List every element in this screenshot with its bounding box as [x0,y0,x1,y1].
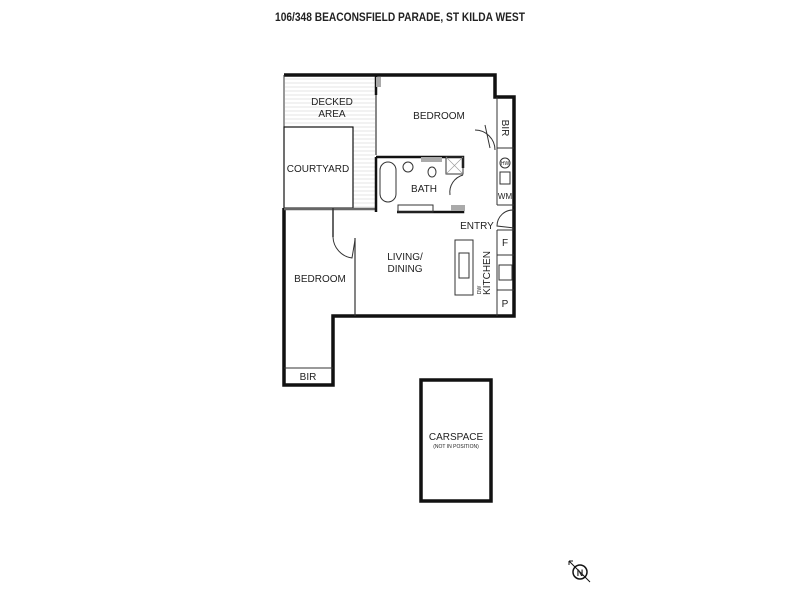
basin [402,161,414,173]
label-bath: BATH [411,184,437,195]
kitchen-island [454,239,474,296]
label-bir-second: BIR [300,372,317,383]
vanity [421,157,442,162]
label-dw: DW [477,286,483,295]
bath-vanity-bottom [397,204,434,213]
shower [445,156,464,175]
label-carspace-note: (NOT IN POSITION) [433,444,479,450]
bath-tub [379,161,397,203]
label-decked: DECKED [311,97,353,108]
label-courtyard: COURTYARD [287,164,349,175]
label-dining: DINING [388,264,423,275]
plan-title: 106/348 BEACONSFIELD PARADE, ST KILDA WE… [275,10,525,24]
label-kitchen: KITCHEN [482,251,493,295]
cooktop [498,264,513,281]
label-area: AREA [318,109,346,120]
label-entry: ENTRY [460,221,494,232]
label-bedroom-second: BEDROOM [294,274,346,285]
sink [458,252,470,279]
label-fridge: F [502,238,508,249]
fixed-panel [376,77,381,87]
label-bedroom-main: BEDROOM [413,111,465,122]
outer-walls [282,73,516,387]
label-living: LIVING/ [387,252,423,263]
label-hw: HW [501,161,510,167]
laundry-tub [499,171,511,185]
compass-label: N [577,568,584,578]
north-compass-icon: N [568,560,591,583]
label-carspace: CARSPACE [429,432,484,443]
toilet [427,166,437,178]
label-bir-main: BIR [499,120,510,137]
carspace-outline [419,378,493,503]
label-wm: WM [498,192,513,201]
hot-water-unit [499,157,511,169]
label-pantry: P [502,299,509,310]
